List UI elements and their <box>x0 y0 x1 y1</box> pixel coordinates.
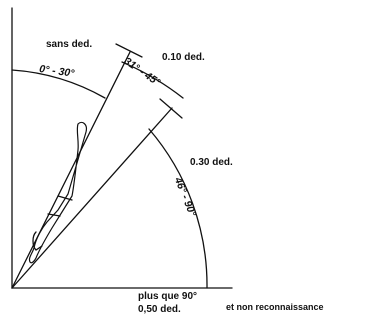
label-non-reconnaissance: et non reconnaissance <box>226 303 324 312</box>
line-fortyfive-degrees <box>12 108 172 288</box>
label-plus-que-ninety: plus que 90° <box>138 292 197 302</box>
line-thirty-degrees <box>12 52 130 288</box>
label-fifty-ded: 0,50 ded. <box>138 305 181 315</box>
arc-fortysix-to-ninety <box>149 129 207 288</box>
label-sans-ded: sans ded. <box>46 40 92 50</box>
jumper-figure <box>29 122 86 262</box>
tick-fortyfive-degrees <box>160 99 182 118</box>
jumper-boot <box>33 232 42 250</box>
label-thirty-ded: 0.30 ded. <box>190 158 233 168</box>
label-ten-ded: 0.10 ded. <box>162 53 205 63</box>
